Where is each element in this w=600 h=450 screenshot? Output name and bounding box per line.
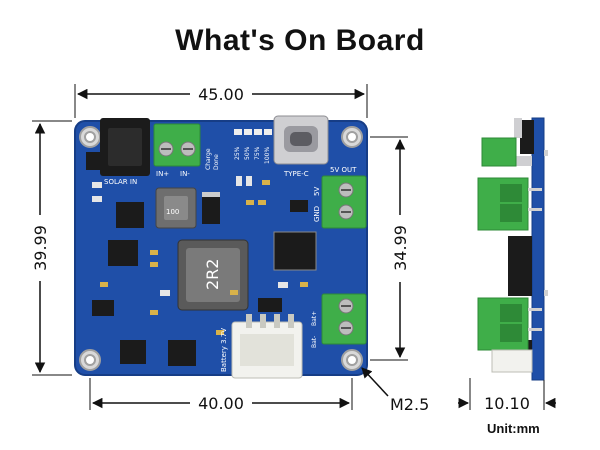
dimension-top: 45.00	[74, 84, 368, 118]
pcb-top-view: SOLAR IN IN+ IN- Charge Done 25% 50% 75%…	[74, 115, 368, 379]
pcb-side-view	[477, 117, 548, 381]
inductor-small-code: 100	[166, 208, 179, 216]
dimension-bottom: 40.00	[89, 378, 353, 413]
ic	[168, 340, 196, 366]
5v-out-terminal	[321, 175, 367, 229]
right-height-label: 34.99	[391, 225, 410, 271]
mounting-hole	[341, 349, 363, 371]
p100-label: 100%	[264, 147, 271, 164]
mounting-hole	[79, 349, 101, 371]
gnd-label: GND	[313, 206, 321, 222]
status-leds	[234, 129, 272, 135]
passive-components	[92, 176, 288, 296]
bottom-width-label: 40.00	[198, 394, 244, 413]
hole-label: M2.5	[390, 395, 429, 414]
bat-minus-label: Bat-	[311, 336, 318, 348]
top-width-label: 45.00	[198, 85, 244, 104]
in-plus-label: IN+	[156, 170, 169, 178]
hole-callout: M2.5	[361, 367, 429, 414]
dimension-right: 34.99	[370, 136, 410, 361]
ic	[116, 202, 144, 228]
dimension-thickness: 10.10	[458, 378, 556, 413]
done-label: Done	[213, 154, 220, 170]
dimension-left: 39.99	[31, 120, 72, 376]
p75-label: 75%	[254, 146, 261, 160]
controller-chip	[273, 231, 317, 271]
passive-components	[100, 180, 308, 335]
p50-label: 50%	[244, 146, 251, 160]
5v-label: 5V	[313, 187, 321, 196]
ic	[258, 298, 282, 312]
charge-label: Charge	[205, 148, 212, 170]
p25-label: 25%	[234, 146, 241, 160]
ic	[92, 300, 114, 316]
thickness-label: 10.10	[484, 394, 530, 413]
in-minus-label: IN-	[180, 170, 190, 178]
mounting-hole	[79, 126, 101, 148]
inductor-large-code: 2R2	[203, 259, 222, 290]
battery-terminal	[321, 293, 367, 345]
ic	[108, 240, 138, 266]
battery-label: Battery 3.7V	[220, 328, 228, 372]
page-title: What's On Board	[175, 24, 425, 57]
bat-plus-label: Bat+	[311, 311, 318, 326]
mounting-hole	[341, 126, 363, 148]
diode	[202, 192, 220, 224]
5v-out-label: 5V OUT	[330, 166, 357, 174]
type-c-label: TYPE-C	[283, 170, 309, 178]
solar-in-label: SOLAR IN	[104, 178, 137, 186]
ic	[120, 340, 146, 364]
left-height-label: 39.99	[31, 225, 50, 271]
unit-label: Unit:mm	[487, 421, 540, 436]
ic	[290, 200, 308, 212]
